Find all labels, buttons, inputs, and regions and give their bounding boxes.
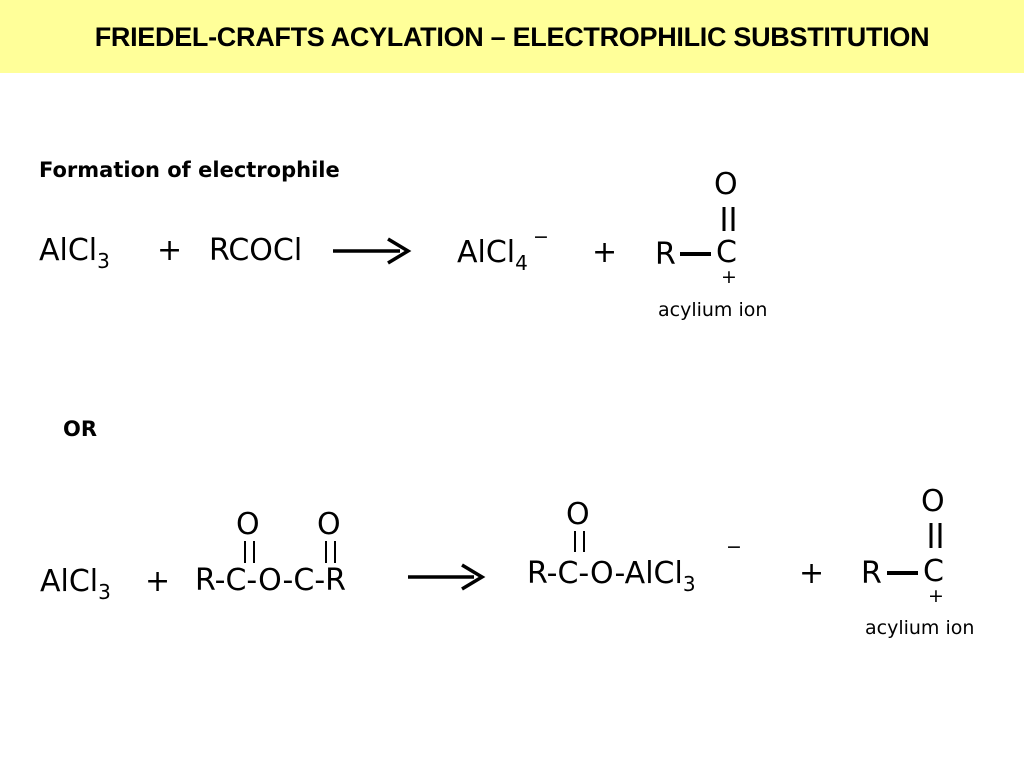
r2-acylium-o: O — [921, 484, 945, 519]
r2-plus-1: + — [145, 564, 171, 599]
r2-acylium-label: acylium ion — [865, 617, 975, 639]
reaction-arrow-2 — [408, 563, 486, 591]
r1-plus-1: + — [157, 233, 183, 268]
r1-acylium-c: C — [716, 235, 737, 270]
r2-anhydride-double-bond-1 — [244, 541, 255, 563]
r2-minus-charge: − — [726, 536, 742, 558]
r1-positive-charge: + — [721, 266, 737, 288]
r2-anhydride-r-right: -R — [314, 563, 346, 598]
r1-alcl4-text: AlCl — [457, 235, 516, 270]
r1-alcl3: AlCl3 — [39, 233, 110, 272]
r1-double-bond — [722, 207, 735, 231]
title-bar — [0, 0, 1024, 73]
r2-anhydride-c1: C — [225, 563, 247, 598]
r1-alcl-text: AlCl — [39, 233, 98, 268]
r1-alcl-subscript: 3 — [97, 249, 110, 273]
r1-alcl4-subscript: 4 — [515, 251, 528, 275]
r2-plus-2: + — [799, 556, 825, 591]
r2-product-o: O — [566, 497, 590, 532]
r2-anhydride-o2: O — [317, 507, 341, 542]
r1-acylium-r: R — [655, 237, 676, 272]
reaction-arrow-1 — [333, 237, 412, 265]
r1-plus-2: + — [592, 235, 618, 270]
r2-anhydride-o-mid: -O- — [246, 563, 294, 598]
r2-anhydride-o1: O — [236, 507, 260, 542]
r2-acylium-c: C — [923, 554, 944, 589]
r2-product-double-bond — [574, 531, 585, 552]
r2-positive-charge: + — [928, 585, 944, 607]
r1-acylium-o: O — [714, 167, 738, 202]
r2-alcl-subscript: 3 — [98, 580, 111, 604]
r1-rcocl: RCOCl — [209, 233, 303, 268]
r2-product-subscript: 3 — [682, 572, 696, 596]
r2-double-bond — [929, 523, 942, 548]
r2-alcl-text: AlCl — [40, 564, 99, 599]
r2-anhydride-double-bond-2 — [325, 541, 336, 563]
r2-alcl3: AlCl3 — [40, 564, 111, 603]
r1-alcl4: AlCl4 — [457, 235, 528, 274]
r2-product: R-C-O-AlCl3 — [527, 556, 696, 595]
page-title: FRIEDEL-CRAFTS ACYLATION – ELECTROPHILIC… — [94, 22, 930, 52]
r2-anhydride-c2: C — [293, 563, 315, 598]
r2-anhydride: R-C-O-C-R — [195, 566, 346, 596]
r2-anhydride-r-left: R- — [195, 563, 226, 598]
formation-label: Formation of electrophile — [39, 158, 340, 182]
r2-acylium-r: R — [861, 556, 882, 591]
r2-product-main: R-C-O-AlCl — [527, 556, 683, 591]
or-label: OR — [63, 417, 98, 441]
r1-minus-charge: − — [533, 226, 549, 248]
r1-acylium-label: acylium ion — [658, 299, 768, 321]
